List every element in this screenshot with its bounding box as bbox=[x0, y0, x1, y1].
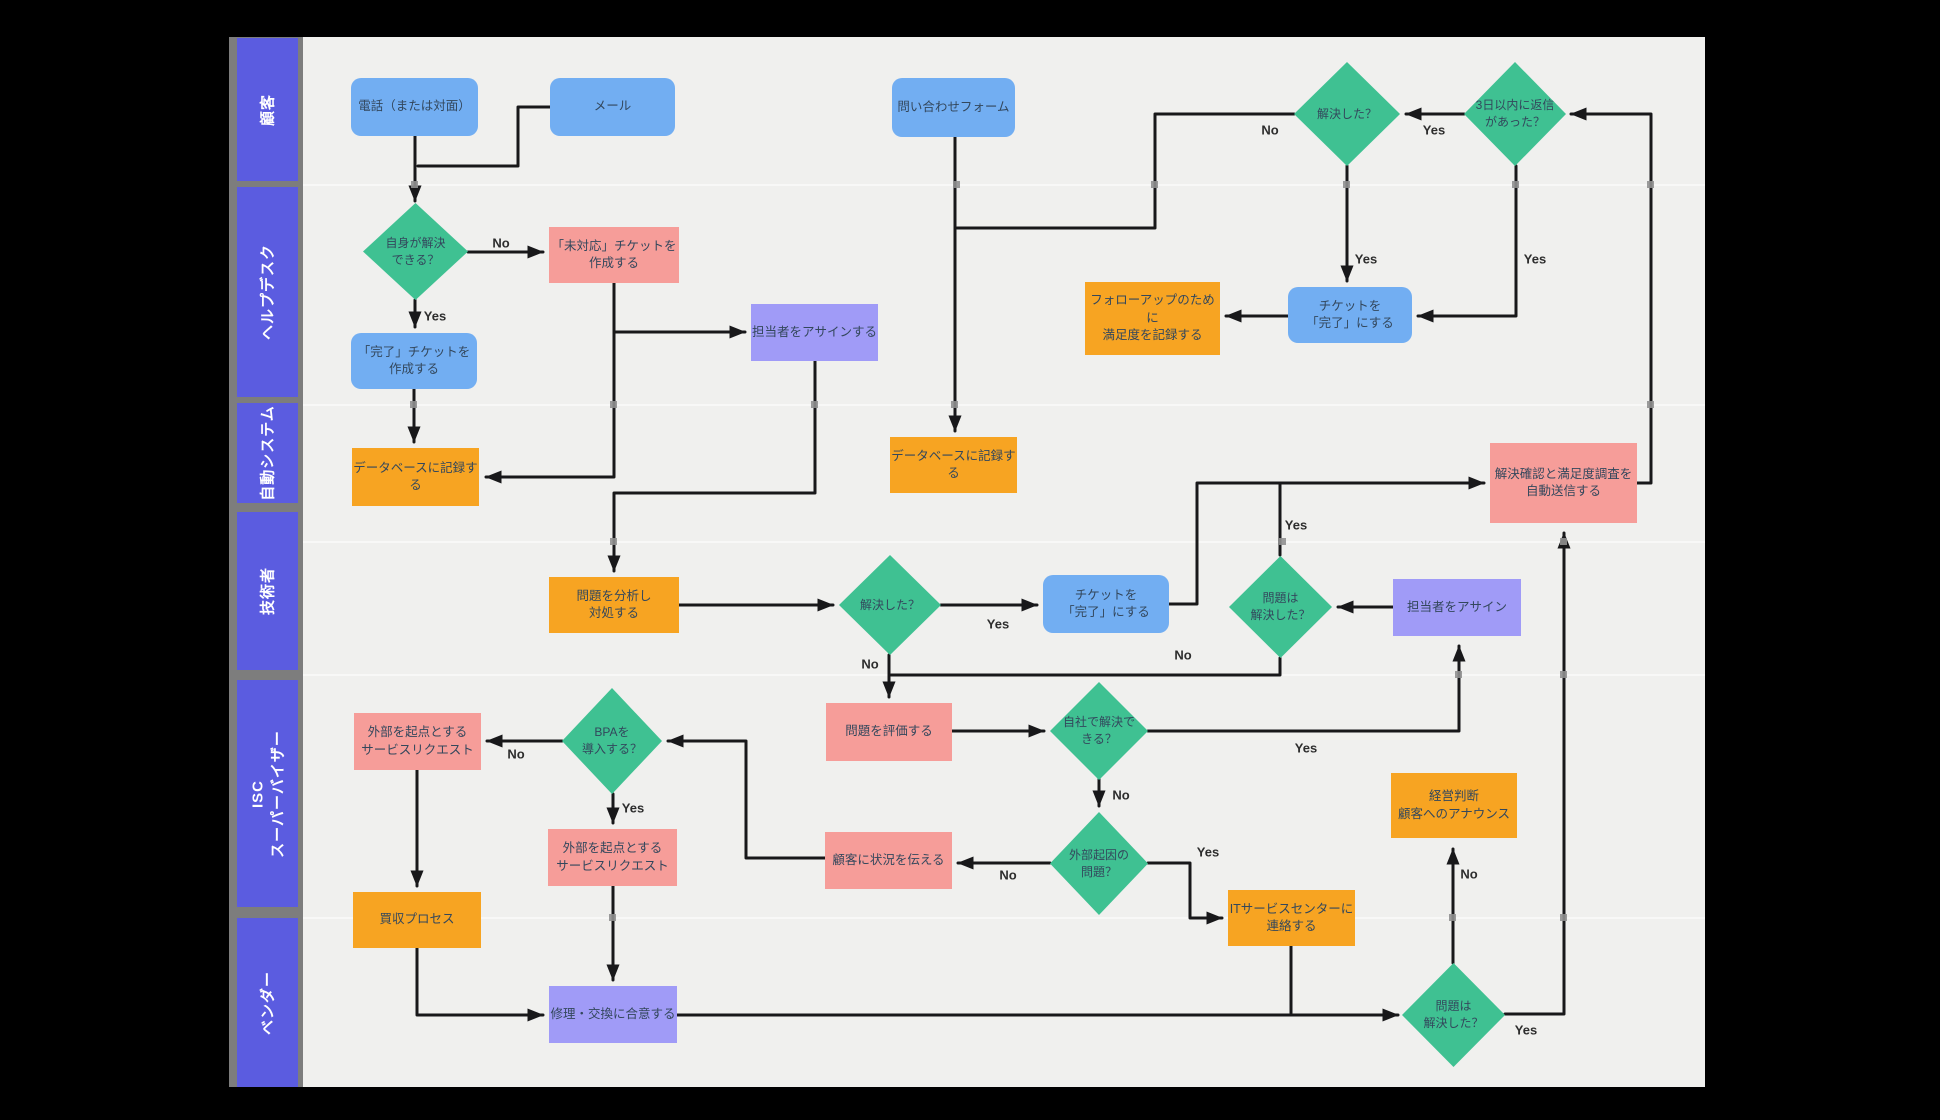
node-purchase-process[interactable]: 買収プロセス bbox=[353, 892, 481, 948]
node-assign-owner-2[interactable]: 担当者をアサイン bbox=[1393, 579, 1521, 636]
node-create-open-ticket[interactable]: 「未対応」チケットを 作成する bbox=[549, 227, 679, 283]
edge-label-yes[interactable]: Yes bbox=[1284, 517, 1308, 533]
node-create-closed-ticket[interactable]: 「完了」チケットを 作成する bbox=[351, 333, 477, 389]
edge-survey-to-reply3d[interactable] bbox=[1569, 107, 1653, 485]
lane-helpdesk[interactable]: ヘルプデスク bbox=[237, 187, 298, 397]
node-record-satisfaction[interactable]: フォローアップのために 満足度を記録する bbox=[1085, 282, 1220, 355]
edge-label-no[interactable]: No bbox=[861, 656, 879, 672]
lane-label-column: 顧客 ヘルプデスク 自動システム 技術者 ISC スーパーバイザー ベンダー bbox=[229, 37, 303, 1087]
edge-problem-solved-no-merge[interactable] bbox=[889, 656, 1282, 677]
node-contact-form[interactable]: 問い合わせフォーム bbox=[892, 78, 1015, 137]
lane-divider bbox=[303, 917, 1705, 919]
edge-open-ticket-to-db[interactable] bbox=[484, 281, 616, 484]
edge-resolved-no-merge[interactable] bbox=[955, 112, 1296, 230]
edge-reply3d-yes-to-close2[interactable] bbox=[1416, 164, 1518, 323]
edge-label-yes[interactable]: Yes bbox=[1422, 122, 1446, 138]
edge-label-yes[interactable]: Yes bbox=[986, 616, 1010, 632]
edge-mail-merge[interactable] bbox=[416, 105, 552, 168]
edge-vendor-yes-to-survey[interactable] bbox=[1503, 531, 1571, 1016]
edge-inform-to-bpa[interactable] bbox=[666, 734, 827, 860]
edge-purchase-to-repair[interactable] bbox=[415, 946, 545, 1022]
node-inform-customer[interactable]: 顧客に状況を伝える bbox=[825, 832, 952, 889]
edge-label-yes[interactable]: Yes bbox=[1523, 251, 1547, 267]
lane-customer[interactable]: 顧客 bbox=[237, 38, 298, 181]
node-phone[interactable]: 電話（または対面） bbox=[351, 78, 478, 136]
lane-technician[interactable]: 技術者 bbox=[237, 512, 298, 670]
node-management-announce[interactable]: 経営判断 顧客へのアナウンス bbox=[1391, 773, 1517, 838]
edge-label-no[interactable]: No bbox=[1174, 647, 1192, 663]
lane-divider bbox=[303, 541, 1705, 543]
lane-divider bbox=[303, 184, 1705, 186]
node-agree-repair[interactable]: 修理・交換に合意する bbox=[549, 986, 677, 1043]
node-contact-it-center[interactable]: ITサービスセンターに 連絡する bbox=[1228, 890, 1355, 946]
edge-label-yes[interactable]: Yes bbox=[1514, 1022, 1538, 1038]
node-close-ticket-tech[interactable]: チケットを 「完了」にする bbox=[1043, 575, 1169, 633]
node-auto-send-survey[interactable]: 解決確認と満足度調査を 自動送信する bbox=[1490, 443, 1637, 523]
edge-external-yes-to-itsc[interactable] bbox=[1146, 861, 1224, 925]
node-record-db-left[interactable]: データベースに記録する bbox=[352, 448, 479, 506]
lane-isc-supervisor[interactable]: ISC スーパーバイザー bbox=[237, 680, 298, 907]
edge-assign-to-analyze[interactable] bbox=[607, 359, 817, 573]
edge-label-no[interactable]: No bbox=[492, 235, 510, 251]
node-record-db-mid[interactable]: データベースに記録する bbox=[890, 437, 1017, 493]
edge-label-no[interactable]: No bbox=[1261, 122, 1279, 138]
node-email[interactable]: メール bbox=[550, 78, 675, 136]
edge-label-no[interactable]: No bbox=[1112, 787, 1130, 803]
edge-label-no[interactable]: No bbox=[507, 746, 525, 762]
edge-label-yes[interactable]: Yes bbox=[621, 800, 645, 816]
edge-close-tech-to-survey[interactable] bbox=[1167, 476, 1486, 606]
node-analyze-problem[interactable]: 問題を分析し 対処する bbox=[549, 577, 679, 633]
edge-label-no[interactable]: No bbox=[999, 867, 1017, 883]
edge-label-no[interactable]: No bbox=[1460, 866, 1478, 882]
lane-vendor[interactable]: ベンダー bbox=[237, 918, 298, 1087]
node-external-service-request-1[interactable]: 外部を起点とする サービスリクエスト bbox=[354, 713, 481, 770]
lane-automation[interactable]: 自動システム bbox=[237, 403, 298, 503]
edge-label-yes[interactable]: Yes bbox=[1294, 740, 1318, 756]
edge-label-yes[interactable]: Yes bbox=[423, 308, 447, 324]
lane-divider bbox=[303, 404, 1705, 406]
edge-label-yes[interactable]: Yes bbox=[1354, 251, 1378, 267]
edge-label-yes[interactable]: Yes bbox=[1196, 844, 1220, 860]
node-assign-owner[interactable]: 担当者をアサインする bbox=[751, 304, 878, 361]
node-external-service-request-2[interactable]: 外部を起点とする サービスリクエスト bbox=[548, 829, 677, 886]
node-close-ticket-helpdesk[interactable]: チケットを 「完了」にする bbox=[1288, 287, 1412, 343]
node-evaluate-problem[interactable]: 問題を評価する bbox=[826, 703, 952, 761]
